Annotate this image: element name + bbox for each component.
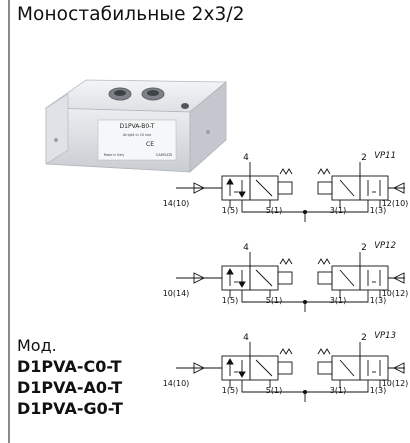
- solenoid-box: [277, 271, 293, 285]
- valve-box: [221, 175, 251, 201]
- valve-box: [359, 175, 389, 201]
- port-bottom-label: 3(1): [330, 386, 346, 395]
- pilot-triangle: [193, 182, 206, 194]
- flow-arrow: [255, 359, 273, 377]
- port-bottom-label: 3(1): [330, 296, 346, 305]
- pilot-label: 10(12): [382, 289, 409, 298]
- port-label: 4: [243, 153, 249, 163]
- port-bottom-label: 1(5): [222, 206, 238, 215]
- port-bottom-label: 5(1): [266, 206, 282, 215]
- photo-product-label: D1PVA-B0-T: [120, 123, 155, 130]
- solenoid-box: [277, 361, 293, 375]
- models-list: Мод. D1PVA-C0-T D1PVA-A0-T D1PVA-G0-T: [17, 335, 123, 419]
- flow-arrow: [339, 359, 355, 377]
- arrow-head: [238, 191, 246, 198]
- valve-box: [221, 265, 251, 291]
- valve-tag: VP13: [374, 331, 396, 341]
- spring: [279, 348, 293, 355]
- valve-box: [331, 355, 361, 381]
- port-bottom-label: 5(1): [266, 386, 282, 395]
- pilot-triangle: [392, 272, 405, 284]
- schematic-labels: 4 2 VP13 14(10) 10(12) 1(5) 5(1) 3(1) 1(3): [163, 331, 409, 395]
- pilot-label: 10(14): [163, 289, 190, 298]
- solenoid-box: [317, 361, 333, 375]
- schematic-row: [176, 342, 405, 402]
- schematic-labels: 4 2 VP11 14(10) 12(10) 1(5) 5(1) 3(1) 1(3): [163, 151, 409, 215]
- spring: [317, 168, 331, 175]
- flow-arrow: [339, 179, 355, 197]
- valve-product-photo: D1PVA-B0-T Airight in 10 bar CE CAMOZZI …: [44, 79, 228, 173]
- port-label: 2: [361, 243, 367, 253]
- schematic-row: [176, 162, 405, 222]
- port-bottom-label: 1(3): [370, 296, 386, 305]
- valve-box: [221, 355, 251, 381]
- port-bottom-label: 5(1): [266, 296, 282, 305]
- valve-box: [359, 355, 389, 381]
- pilot-triangle: [193, 362, 206, 374]
- port-label: 4: [243, 243, 249, 253]
- flow-arrow: [255, 269, 273, 287]
- port-bottom-label: 3(1): [330, 206, 346, 215]
- valve-box: [331, 175, 361, 201]
- flow-arrow: [339, 269, 355, 287]
- solenoid-box: [277, 181, 293, 195]
- port-label: 2: [361, 153, 367, 163]
- spring: [317, 348, 331, 355]
- model-code: D1PVA-G0-T: [17, 399, 123, 418]
- models-label: Мод.: [17, 336, 57, 355]
- pilot-label: 14(10): [163, 379, 190, 388]
- page-title: Моностабильные 2х3/2: [17, 4, 245, 25]
- pilot-label: 12(10): [382, 199, 409, 208]
- pilot-triangle: [392, 362, 405, 374]
- junction-dot: [302, 299, 308, 305]
- schematic-labels: 4 2 VP12 10(14) 10(12) 1(5) 5(1) 3(1) 1(3): [163, 241, 409, 305]
- spring: [279, 168, 293, 175]
- port-bottom-label: 1(3): [370, 206, 386, 215]
- valve-tag: VP11: [374, 151, 396, 161]
- port-label: 2: [361, 333, 367, 343]
- pilot-triangle: [193, 272, 206, 284]
- left-margin-rule: [8, 0, 10, 443]
- schematic-row: [176, 252, 405, 312]
- pilot-label: 10(12): [382, 379, 409, 388]
- arrow-head: [226, 358, 234, 365]
- model-code: D1PVA-A0-T: [17, 378, 123, 397]
- port-label: 4: [243, 333, 249, 343]
- pilot-triangle: [392, 182, 405, 194]
- arrow-head: [238, 371, 246, 378]
- photo-brand: CAMOZZI: [156, 153, 172, 157]
- photo-made-in: Made in Italy: [104, 153, 125, 157]
- solenoid-box: [317, 181, 333, 195]
- port-bottom-label: 1(5): [222, 386, 238, 395]
- valve-box: [331, 265, 361, 291]
- arrow-head: [238, 281, 246, 288]
- arrow-head: [226, 268, 234, 275]
- flow-arrow: [255, 179, 273, 197]
- junction-dot: [302, 209, 308, 215]
- valve-tag: VP12: [374, 241, 396, 251]
- solenoid-box: [317, 271, 333, 285]
- port-bottom-label: 1(5): [222, 296, 238, 305]
- junction-dot: [302, 389, 308, 395]
- pilot-label: 14(10): [163, 199, 190, 208]
- photo-sub-label: Airight in 10 bar: [123, 133, 152, 137]
- port-bottom-label: 1(3): [370, 386, 386, 395]
- valve-box: [359, 265, 389, 291]
- spring: [317, 258, 331, 265]
- photo-ce-mark: CE: [146, 141, 154, 148]
- model-code: D1PVA-C0-T: [17, 357, 122, 376]
- arrow-head: [226, 178, 234, 185]
- spring: [279, 258, 293, 265]
